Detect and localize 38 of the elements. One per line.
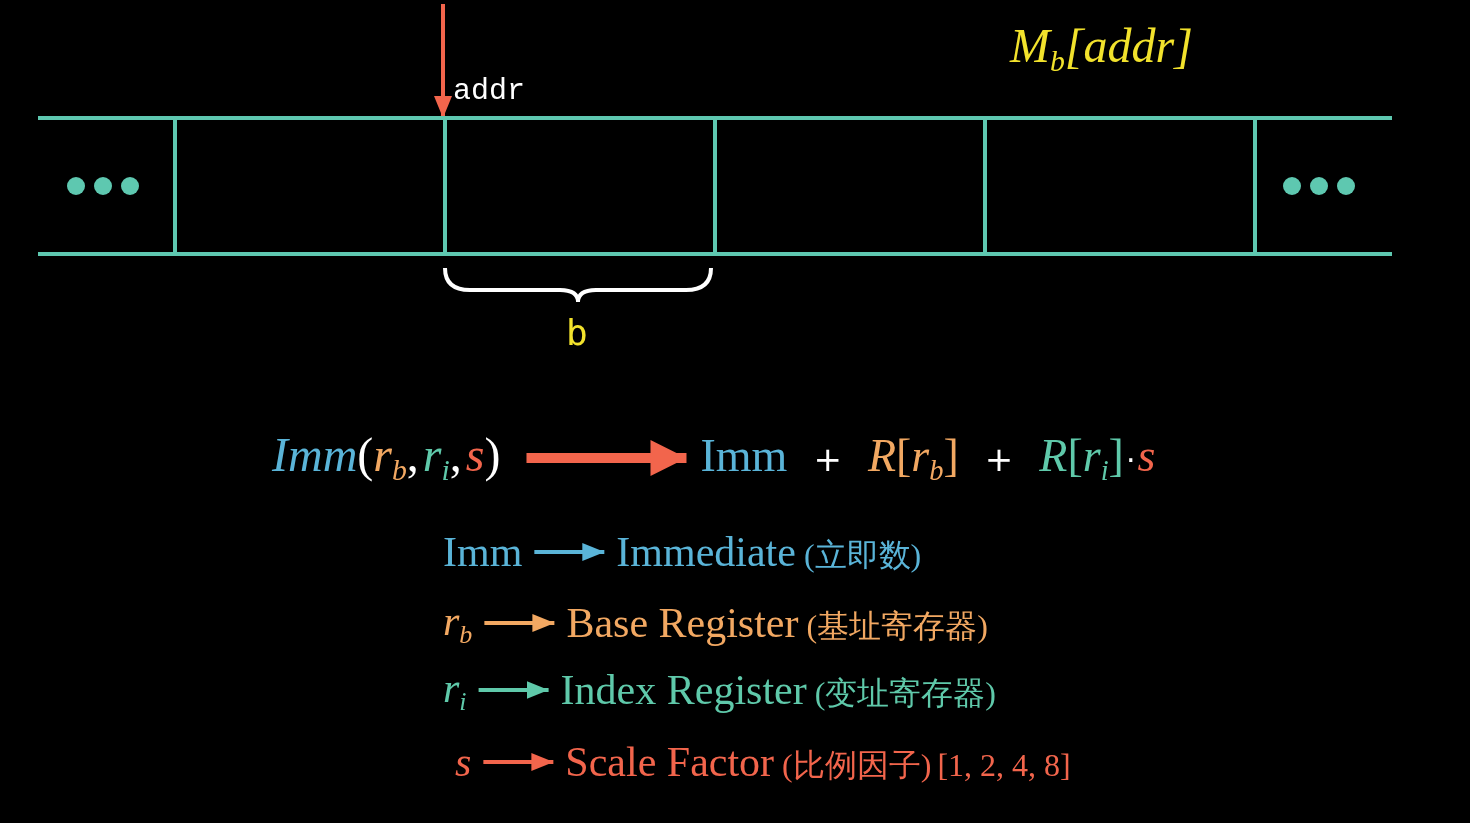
arrow (478, 681, 549, 699)
size-label: b (566, 312, 588, 353)
punctuation: ) (484, 429, 501, 482)
formula-term: s (1137, 430, 1156, 482)
edge-label: addr (453, 74, 525, 108)
chinese-annotation: (比例因子) (782, 748, 932, 784)
operator: + (984, 440, 1014, 478)
chinese-annotation: (立即数) (803, 538, 922, 574)
term-name: Index Register (560, 667, 807, 714)
formula-term: r$_{i}$ (422, 429, 450, 487)
memory-notation: M$_{b}$[addr] (1010, 18, 1193, 78)
symbol: r$_{i}$ (443, 664, 467, 716)
term-name: Base Register (566, 600, 799, 647)
formula-term: s (465, 429, 485, 482)
formula-term: Imm (272, 429, 358, 482)
punctuation: , (406, 429, 419, 482)
term-name: Scale Factor (565, 739, 775, 786)
formula-term: r$_{b}$ (373, 429, 407, 487)
operator: · (1125, 443, 1136, 477)
symbol: r$_{b}$ (443, 597, 473, 649)
formula-term: Imm (700, 430, 788, 482)
value-list: [1, 2, 4, 8] (937, 748, 1071, 784)
formula-term: R[r$_{b}$] (867, 430, 959, 486)
arrow (483, 753, 554, 771)
symbol: s (455, 739, 472, 786)
term-name: Immediate (616, 529, 796, 576)
chinese-annotation: (基址寄存器) (806, 609, 988, 645)
arrow (484, 614, 555, 632)
arrow (434, 4, 452, 118)
arrow (526, 440, 687, 476)
punctuation: , (449, 429, 462, 482)
operator: + (813, 440, 842, 478)
chinese-annotation: (变址寄存器) (814, 676, 996, 712)
punctuation: ( (357, 429, 374, 482)
arrow (534, 543, 605, 561)
formula-term: R[r$_{i}$] (1039, 430, 1124, 486)
symbol: Imm (443, 529, 523, 576)
memory-cell (1253, 116, 1392, 256)
